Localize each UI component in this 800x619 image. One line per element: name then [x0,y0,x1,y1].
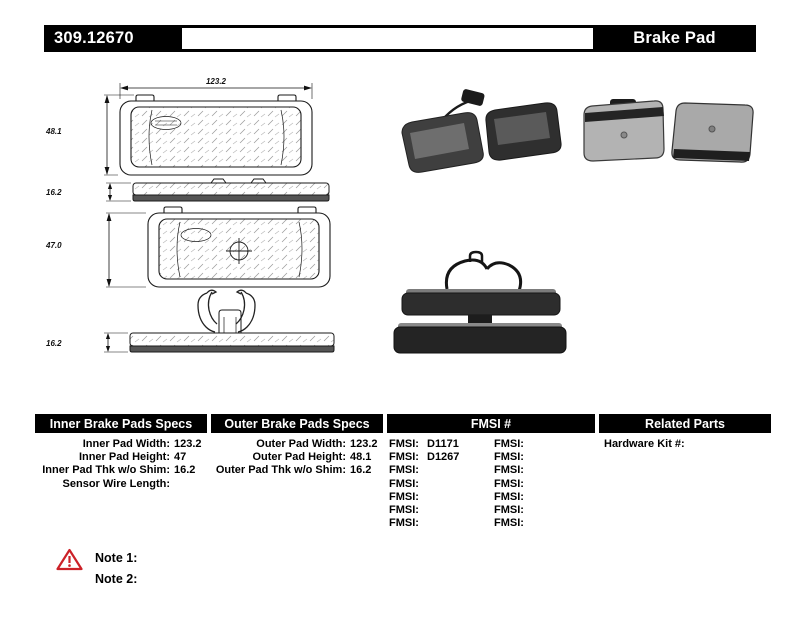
spec-label: FMSI: [494,438,524,450]
photo-pads-rear-view [583,99,754,163]
spec-row: FMSI: [494,438,596,451]
part-number: 309.12670 [44,28,182,49]
warning-icon [56,548,83,571]
dim-inner-thickness: 16.2 [46,339,62,348]
note-1: Note 1: [95,551,138,565]
spec-label: FMSI: [389,490,419,503]
spec-row: FMSI: [494,451,596,464]
spec-value: 16.2 [350,464,372,477]
spec-row: FMSI: [494,491,596,504]
spec-label: FMSI: [494,451,524,464]
technical-diagram: 123.2 48.1 16.2 [45,77,754,354]
spec-label: FMSI: [494,477,524,490]
related-parts-header: Related Parts [599,414,771,433]
spec-row: FMSI: [494,464,596,477]
photo-pad-set-with-clip [393,250,567,354]
spec-label: FMSI: [389,438,419,450]
retaining-clips-drawing [197,289,256,333]
spec-row: Sensor Wire Length: [28,478,210,491]
dim-outer-width: 123.2 [206,77,227,86]
spec-label: Inner Pad Thk w/o Shim: [42,464,170,477]
spec-label: Sensor Wire Length: [62,477,170,490]
spec-row: Inner Pad Width: 123.2 [28,438,210,451]
spec-value: 123.2 [350,438,378,450]
spec-row: FMSI: [389,464,491,477]
spec-value: 16.2 [174,464,196,477]
spec-row: FMSI: [494,517,596,530]
inner-pad-front-drawing [147,206,331,288]
dim-inner-height: 47.0 [45,241,62,250]
spec-row: Inner Pad Height: 47 [28,451,210,464]
spec-row: FMSI: D1171 [389,438,491,451]
spec-label: FMSI: [494,490,524,503]
outer-specs-header: Outer Brake Pads Specs [211,414,383,433]
spec-row: Outer Pad Thk w/o Shim: 16.2 [204,464,386,477]
spec-value: D1267 [427,451,460,464]
inner-specs-table: Inner Pad Width: 123.2 Inner Pad Height: 4… [28,438,210,491]
photo-pads-with-sensor [401,89,562,173]
spec-row: Hardware Kit #: [604,438,772,451]
dim-outer-height: 48.1 [45,127,62,136]
spec-label: FMSI: [494,517,524,530]
inner-specs-header: Inner Brake Pads Specs [35,414,207,433]
outer-pad-front-drawing [119,94,313,176]
spec-label: Outer Pad Thk w/o Shim: [215,464,346,477]
spec-value: D1171 [427,438,459,450]
spec-label: FMSI: [494,464,524,477]
spec-label: FMSI: [389,504,419,517]
spec-value: 47 [174,451,187,464]
spec-row: FMSI: [389,504,491,517]
fmsi-table-col2: FMSI: FMSI: FMSI: FMSI: FMSI: FMSI: FMSI… [494,438,596,530]
spec-value: 123.2 [174,438,202,450]
inner-pad-thickness-dimension: 16.2 [46,332,128,353]
spec-label: FMSI: [389,517,419,530]
spec-label: Outer Pad Height: [252,451,346,464]
dim-outer-thickness: 16.2 [46,188,62,197]
spec-label: FMSI: [389,451,419,464]
spec-row: Outer Pad Width: 123.2 [204,438,386,451]
spec-row: FMSI: D1267 [389,451,491,464]
spec-row: FMSI: [389,517,491,530]
spec-row: FMSI: [389,491,491,504]
spec-label: Inner Pad Width: [82,438,170,450]
spec-value: 48.1 [350,451,372,464]
spec-row: FMSI: [494,478,596,491]
related-parts-table: Hardware Kit #: [604,438,772,451]
spec-row: FMSI: [494,504,596,517]
outer-pad-dimensions: 123.2 48.1 [45,77,313,176]
spec-label: Outer Pad Width: [256,438,346,450]
fmsi-header: FMSI # [387,414,595,433]
inner-pad-height-dimension: 47.0 [45,212,146,288]
note-2: Note 2: [95,572,138,586]
spec-label: FMSI: [389,464,419,477]
product-title: Brake Pad [593,28,756,49]
header: 309.12670 Brake Pad [44,25,756,52]
spec-label: Inner Pad Height: [78,451,170,464]
spec-label: Hardware Kit #: [604,438,685,450]
outer-specs-table: Outer Pad Width: 123.2 Outer Pad Height: 4… [204,438,386,478]
outer-pad-thickness-dimension: 16.2 [46,182,131,202]
fmsi-table-col1: FMSI: D1171 FMSI: D1267 FMSI: FMSI: FMSI: … [389,438,491,530]
inner-pad-edge-drawing [129,309,335,353]
spec-label: FMSI: [494,504,524,517]
spec-row: Inner Pad Thk w/o Shim: 16.2 [28,464,210,477]
outer-pad-edge-drawing [132,178,330,202]
spec-row: Outer Pad Height: 48.1 [204,451,386,464]
spec-label: FMSI: [389,477,419,490]
spec-row: FMSI: [389,478,491,491]
